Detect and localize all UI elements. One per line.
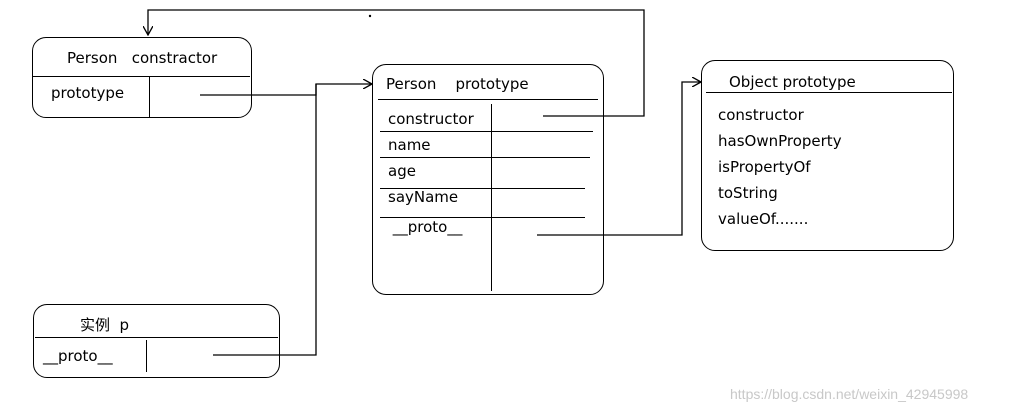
stray-dot (368, 14, 372, 18)
person-prototype-row-line (380, 188, 585, 189)
person-prototype-row-line (380, 157, 590, 158)
object-prototype-member-constructor: constructor (718, 106, 804, 124)
arrow-prototype-to-constructor (148, 9, 645, 117)
instance-p-box (33, 304, 280, 378)
person-constructor-divider (32, 76, 250, 77)
person-prototype-box (372, 64, 604, 295)
arrow-prototype-to-object (537, 82, 701, 236)
person-constructor-title: Person constractor (67, 49, 218, 67)
person-prototype-slot-age: age (388, 162, 416, 180)
arrow-instance-to-prototype (213, 84, 317, 356)
object-prototype-member-hasownproperty: hasOwnProperty (718, 132, 842, 150)
watermark-text: https://blog.csdn.net/weixin_42945998 (730, 386, 969, 402)
object-prototype-title-divider (706, 92, 952, 93)
person-prototype-title-divider (378, 99, 598, 100)
person-constructor-prototype-label: prototype (51, 84, 125, 102)
person-prototype-row-line (380, 217, 585, 218)
object-prototype-member-ispropertyof: isPropertyOf (718, 158, 811, 176)
person-constructor-slot-divider (149, 77, 150, 117)
person-prototype-slot-divider (491, 104, 492, 291)
person-constructor-box (32, 37, 252, 118)
person-prototype-title: Person prototype (386, 75, 529, 93)
person-prototype-slot-sayname: sayName (388, 188, 459, 206)
instance-p-slot-divider (146, 340, 147, 372)
person-prototype-row-line (380, 131, 593, 132)
object-prototype-member-tostring: toString (718, 184, 778, 202)
instance-p-divider (35, 337, 278, 338)
person-prototype-slot-proto: __proto__ (388, 218, 463, 236)
instance-p-title: 实例 p (80, 316, 130, 334)
instance-p-proto-label: __proto__ (43, 347, 113, 365)
object-prototype-box (701, 60, 954, 251)
person-prototype-slot-name: name (388, 136, 431, 154)
object-prototype-title: Object prototype (729, 73, 856, 91)
person-prototype-slot-constructor: constructor (388, 110, 474, 128)
object-prototype-member-valueof: valueOf....... (718, 210, 809, 228)
